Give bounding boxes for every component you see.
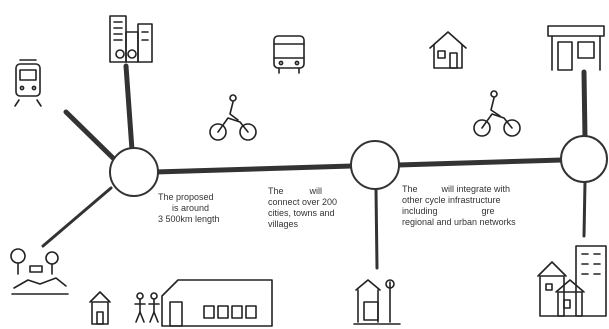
route-line-park — [41, 186, 113, 248]
caption-connections-word-the: The — [268, 186, 284, 196]
caption-integration-word-gre: gre — [481, 206, 495, 216]
caption-connections-line-1: The will — [268, 186, 337, 197]
node-east — [560, 135, 608, 183]
node-centre — [350, 140, 400, 190]
cyclist-icon — [209, 94, 257, 141]
node-west — [109, 147, 159, 197]
playground-icon — [353, 279, 401, 325]
caption-integration-line-1: The will integrate with — [402, 184, 516, 195]
route-line-apartments — [582, 180, 587, 238]
park-icon — [10, 248, 69, 295]
caption-connections: The will connect over 200 cities, towns a… — [268, 186, 337, 230]
route-line-city — [123, 63, 135, 153]
route-line-playground — [374, 187, 379, 270]
route-line-main-2 — [395, 157, 565, 168]
shop-icon — [547, 25, 605, 71]
caption-connections-line-4: villages — [268, 219, 299, 229]
house-icon — [429, 31, 467, 69]
route-line-main-1 — [152, 163, 355, 175]
caption-connections-line-2: connect over 200 — [268, 197, 338, 207]
train-icon — [14, 59, 42, 107]
school-icon — [89, 291, 111, 325]
caption-route-length-line-1: The proposed — [158, 192, 214, 202]
caption-integration-line-3: including gre — [402, 206, 516, 217]
people-icon — [134, 292, 160, 323]
long-building-icon — [161, 279, 273, 327]
caption-integration-word-integrate: will integrate with — [441, 184, 511, 194]
bus-icon — [273, 35, 305, 74]
caption-integration-line-4: regional and urban networks — [402, 217, 516, 227]
caption-integration-word-including: including — [402, 206, 438, 216]
caption-connections-line-3: cities, towns and — [268, 208, 335, 218]
caption-route-length-line-3: 3 500km length — [158, 214, 220, 224]
caption-route-length-line-2: is around — [172, 203, 210, 213]
city-buildings-icon — [109, 15, 153, 63]
caption-integration: The will integrate with other cycle infra… — [402, 184, 516, 228]
caption-integration-line-2: other cycle infrastructure — [402, 195, 501, 205]
route-line-shop — [581, 69, 588, 141]
apartments-icon — [537, 245, 607, 317]
caption-route-length: The proposed is around 3 500km length — [158, 192, 220, 225]
cyclist-icon — [473, 90, 521, 137]
caption-integration-word-the: The — [402, 184, 418, 194]
route-lines — [41, 63, 588, 270]
caption-connections-word-will: will — [309, 186, 323, 196]
route-line-train — [63, 109, 116, 161]
